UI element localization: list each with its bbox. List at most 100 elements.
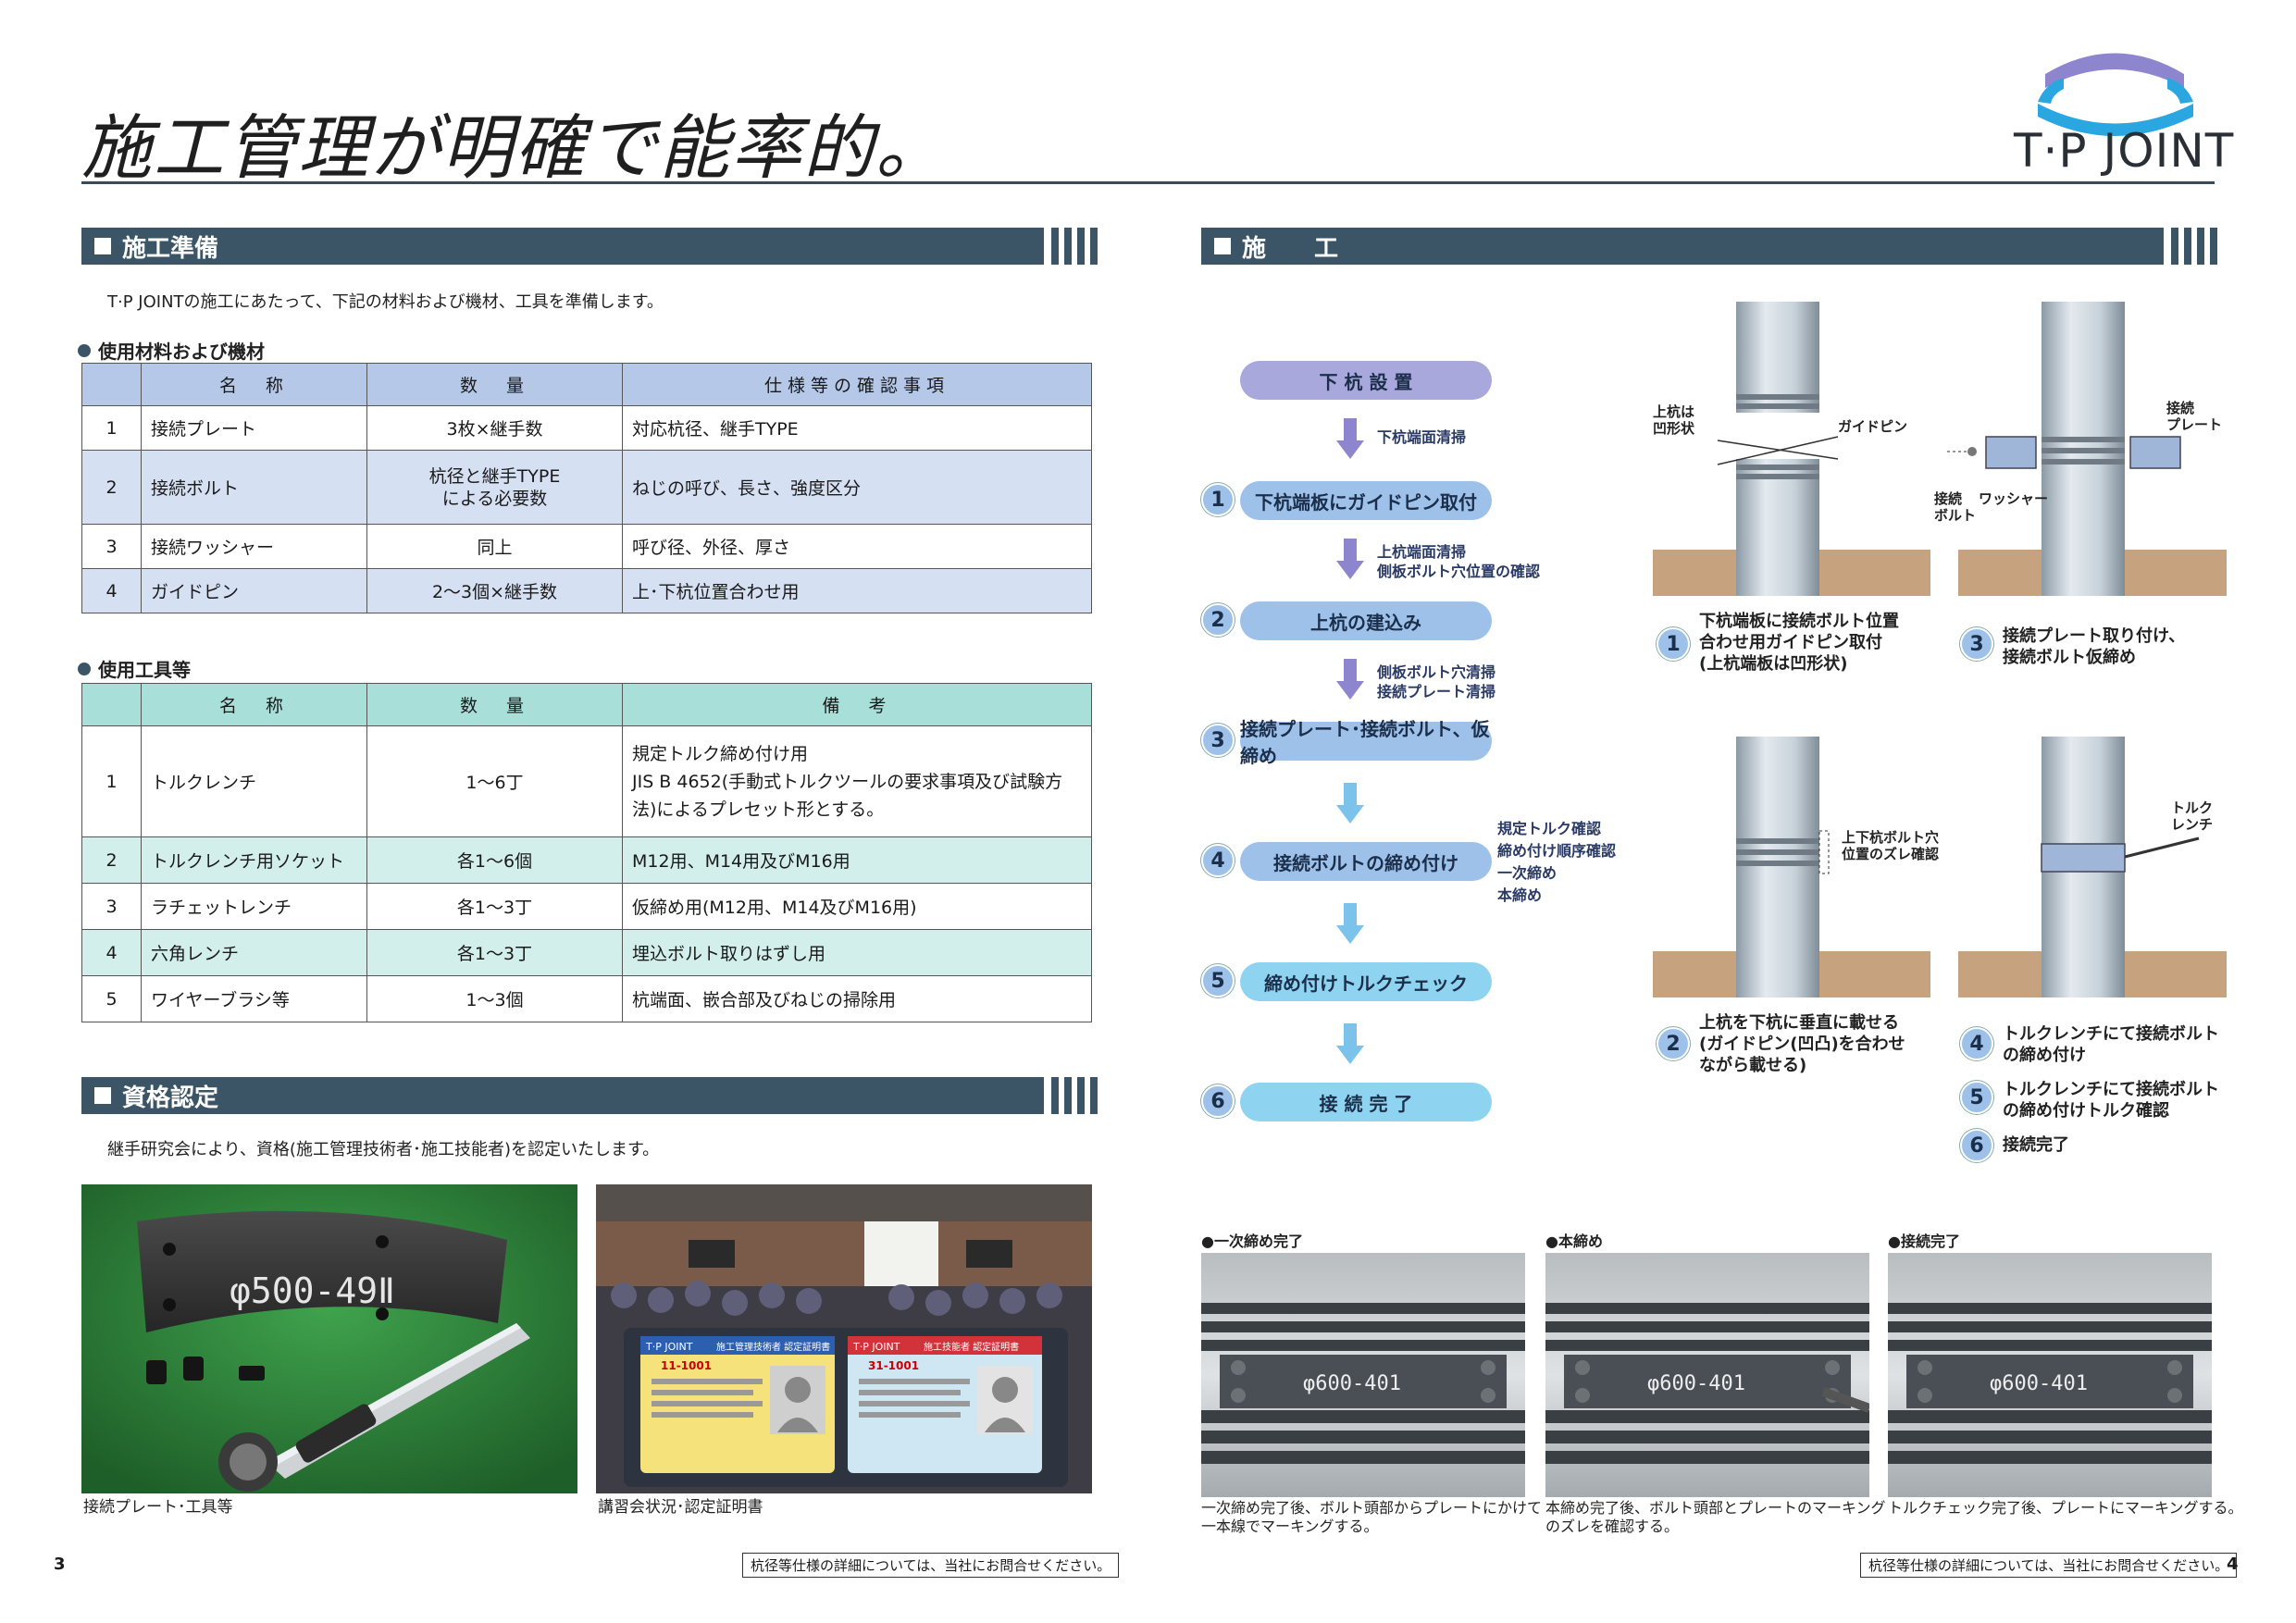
diagram-caption-4: トルクレンチにて接続ボルト の締め付け [2003,1024,2219,1065]
flow-step-4: 接続ボルトの締め付け [1240,842,1492,881]
section-title-prep: 施工準備 [122,234,219,263]
flow-step-1: 下杭端板にガイドピン取付 [1240,481,1492,520]
seminar-certificate-photo: T·P JOINT 施工管理技術者 認定証明書 11-1001 T·P JOIN… [596,1184,1092,1493]
materials-heading: 使用材料および機材 [78,337,265,364]
section-title-construction: 施 工 [1242,234,1339,263]
down-arrow-icon [1336,783,1364,824]
tools-heading: 使用工具等 [78,655,191,682]
table-row: 3 ラチェットレンチ 各1〜3丁 仮締め用(M12用、M14及びM16用) [81,883,1092,930]
primary-tightening-photo: φ600-401 [1201,1253,1525,1497]
photo-caption-final: 本締め完了後、ボルト頭部とプレートのマーキング のズレを確認する。 [1545,1499,1886,1535]
step-number-4: 4 [1201,844,1235,877]
plate-tools-photo: φ500-49Ⅱ [81,1184,577,1493]
svg-text:φ600-401: φ600-401 [1647,1372,1745,1395]
step-number-2: 2 [1201,603,1235,637]
diagram-caption-2: 上杭を下杭に垂直に載せる (ガイドピン(凹凸)を合わせ ながら載せる) [1699,1013,1905,1075]
section-header-prep: 施工準備 [81,228,1098,265]
down-arrow-icon [1336,903,1364,944]
flow-note-1: 下杭端面清掃 [1377,428,1467,446]
d3-washer-label: ワッシャー [1979,490,2048,507]
final-tightening-photo: φ600-401 [1545,1253,1869,1497]
diagram-caption-1: 下杭端板に接続ボルト位置 合わせ用ガイドピン取付 (上杭端板は凹形状) [1699,612,1899,674]
diagram-step-number-4: 4 [1960,1027,1993,1060]
flow-step-5: 締め付けトルクチェック [1240,962,1492,1001]
flow-note-2: 上杭端面清掃 側板ボルト穴位置の確認 [1377,543,1541,580]
d4-wrench-label: トルクレンチ [2171,799,2213,833]
footnote-right: 杭径等仕様の詳細については、当社にお問合せください。 [1860,1553,2238,1578]
table-row: 1 接続プレート 3枚×継手数 対応杭径、継手TYPE [81,405,1092,451]
footnote-left: 杭径等仕様の詳細については、当社にお問合せください。 [742,1553,1120,1578]
diagram-step-number-3: 3 [1960,627,1993,661]
tools-table: 名 称 数 量 備 考 1 トルクレンチ 1〜6丁 規定トルク締め付け用 JIS… [81,683,1092,1022]
step-number-3: 3 [1201,724,1235,757]
down-arrow-icon [1336,659,1364,700]
table-row: 2 トルクレンチ用ソケット 各1〜6個 M12用、M14用及びM16用 [81,836,1092,884]
down-arrow-icon [1336,1023,1364,1064]
prep-intro: T·P JOINTの施工にあたって、下記の材料および機材、工具を準備します。 [107,292,664,312]
construction-diagrams: 上杭は凹形状 ガイドピン 接続プレート 接続ボルト ワッシャー 上下杭ボルト穴位… [1653,302,2227,997]
diagram-step-number-6: 6 [1960,1129,1993,1162]
down-arrow-icon [1336,418,1364,459]
title-rule [81,181,2215,184]
page-number-right: 4 [2227,1555,2239,1574]
photo-title-final: ●本締め [1545,1233,1603,1250]
diagram-step-2: 上下杭ボルト穴位置のズレ確認 [1653,737,1939,997]
diagram-step-1: 上杭は凹形状 ガイドピン [1653,302,1930,596]
photo1-caption: 接続プレート･工具等 [83,1498,233,1517]
step-number-6: 6 [1201,1084,1235,1118]
svg-text:施工技能者 認定証明書: 施工技能者 認定証明書 [924,1341,1019,1353]
diagram-caption-6: 接続完了 [2003,1135,2069,1155]
logo-text: T·P JOINT [2014,124,2235,178]
svg-text:施工管理技術者 認定証明書: 施工管理技術者 認定証明書 [716,1341,830,1353]
plate-marking-text: φ500-49Ⅱ [230,1270,395,1311]
flow-step-3: 接続プレート･接続ボルト、仮締め [1240,718,1492,767]
d3-plate-label: 接続プレート [2166,400,2222,433]
table-row: 3 接続ワッシャー 同上 呼び径、外径、厚さ [81,524,1092,569]
section-header-cert: 資格認定 [81,1077,1098,1114]
down-arrow-icon [1336,539,1364,579]
photo-caption-primary: 一次締め完了後、ボルト頭部からプレートにかけて 一本線でマーキングする。 [1201,1499,1543,1535]
diagram-caption-5: トルクレンチにて接続ボルト の締め付けトルク確認 [2003,1080,2219,1121]
table-row: 5 ワイヤーブラシ等 1〜3個 杭端面、嵌合部及びねじの掃除用 [81,975,1092,1022]
svg-text:φ600-401: φ600-401 [1303,1372,1401,1395]
diagram-step-4: トルクレンチ [1958,737,2227,997]
diagram-step-number-1: 1 [1657,627,1690,661]
photo2-caption: 講習会状況･認定証明書 [598,1498,763,1517]
flow-step-6: 接 続 完 了 [1240,1083,1492,1121]
diagram-step-3: 接続プレート 接続ボルト ワッシャー [1934,302,2227,596]
page-number-left: 3 [54,1555,66,1574]
flow-step-2: 上杭の建込み [1240,601,1492,640]
table-row: 2 接続ボルト 杭径と継手TYPE による必要数 ねじの呼び、長さ、強度区分 [81,450,1092,525]
page-title: 施工管理が明確で能率的。 [81,106,948,189]
diagram-caption-3: 接続プレート取り付け、 接続ボルト仮締め [2003,626,2186,667]
photo-title-primary: ●一次締め完了 [1201,1233,1303,1250]
d1-pin-label: ガイドピン [1838,418,1907,435]
flow-step-lower-pile: 下 杭 設 置 [1240,361,1492,400]
svg-text:T·P JOINT: T·P JOINT [852,1341,900,1353]
d1-upper-label: 上杭は凹形状 [1653,403,1695,437]
completion-photo: φ600-401 [1888,1253,2212,1497]
diagram-step-number-5: 5 [1960,1081,1993,1114]
photo-title-complete: ●接続完了 [1888,1233,1960,1250]
d3-bolt-label: 接続ボルト [1934,490,1976,524]
d2-misalign-label: 上下杭ボルト穴位置のズレ確認 [1842,829,1939,862]
section-header-construction: 施 工 [1201,228,2217,265]
certificate-card-2: T·P JOINT 施工技能者 認定証明書 31-1001 [848,1336,1042,1473]
materials-table: 名 称 数 量 仕様等の確認事項 1 接続プレート 3枚×継手数 対応杭径、継手… [81,363,1092,613]
section-title-cert: 資格認定 [122,1084,219,1112]
svg-text:T·P JOINT: T·P JOINT [645,1341,693,1353]
table-row: 4 六角レンチ 各1〜3丁 埋込ボルト取りはずし用 [81,929,1092,976]
diagram-step-number-2: 2 [1657,1027,1690,1060]
svg-text:φ600-401: φ600-401 [1990,1372,2088,1395]
svg-text:31-1001: 31-1001 [868,1359,919,1372]
cert-intro: 継手研究会により、資格(施工管理技術者･施工技能者)を認定いたします。 [107,1140,660,1159]
photo-caption-complete: トルクチェック完了後、プレートにマーキングする。 [1888,1499,2243,1517]
flow-note-3: 側板ボルト穴清掃 接続プレート清掃 [1377,663,1496,700]
table-row: 4 ガイドピン 2〜3個×継手数 上･下杭位置合わせ用 [81,568,1092,613]
step-number-1: 1 [1201,483,1235,516]
certificate-card-1: T·P JOINT 施工管理技術者 認定証明書 11-1001 [640,1336,835,1473]
flow-note-4: 規定トルク確認 締め付け順序確認 一次締め 本締め [1497,820,1617,904]
svg-text:11-1001: 11-1001 [661,1359,712,1372]
step-number-5: 5 [1201,964,1235,997]
table-row: 1 トルクレンチ 1〜6丁 規定トルク締め付け用 JIS B 4652(手動式ト… [81,725,1092,837]
